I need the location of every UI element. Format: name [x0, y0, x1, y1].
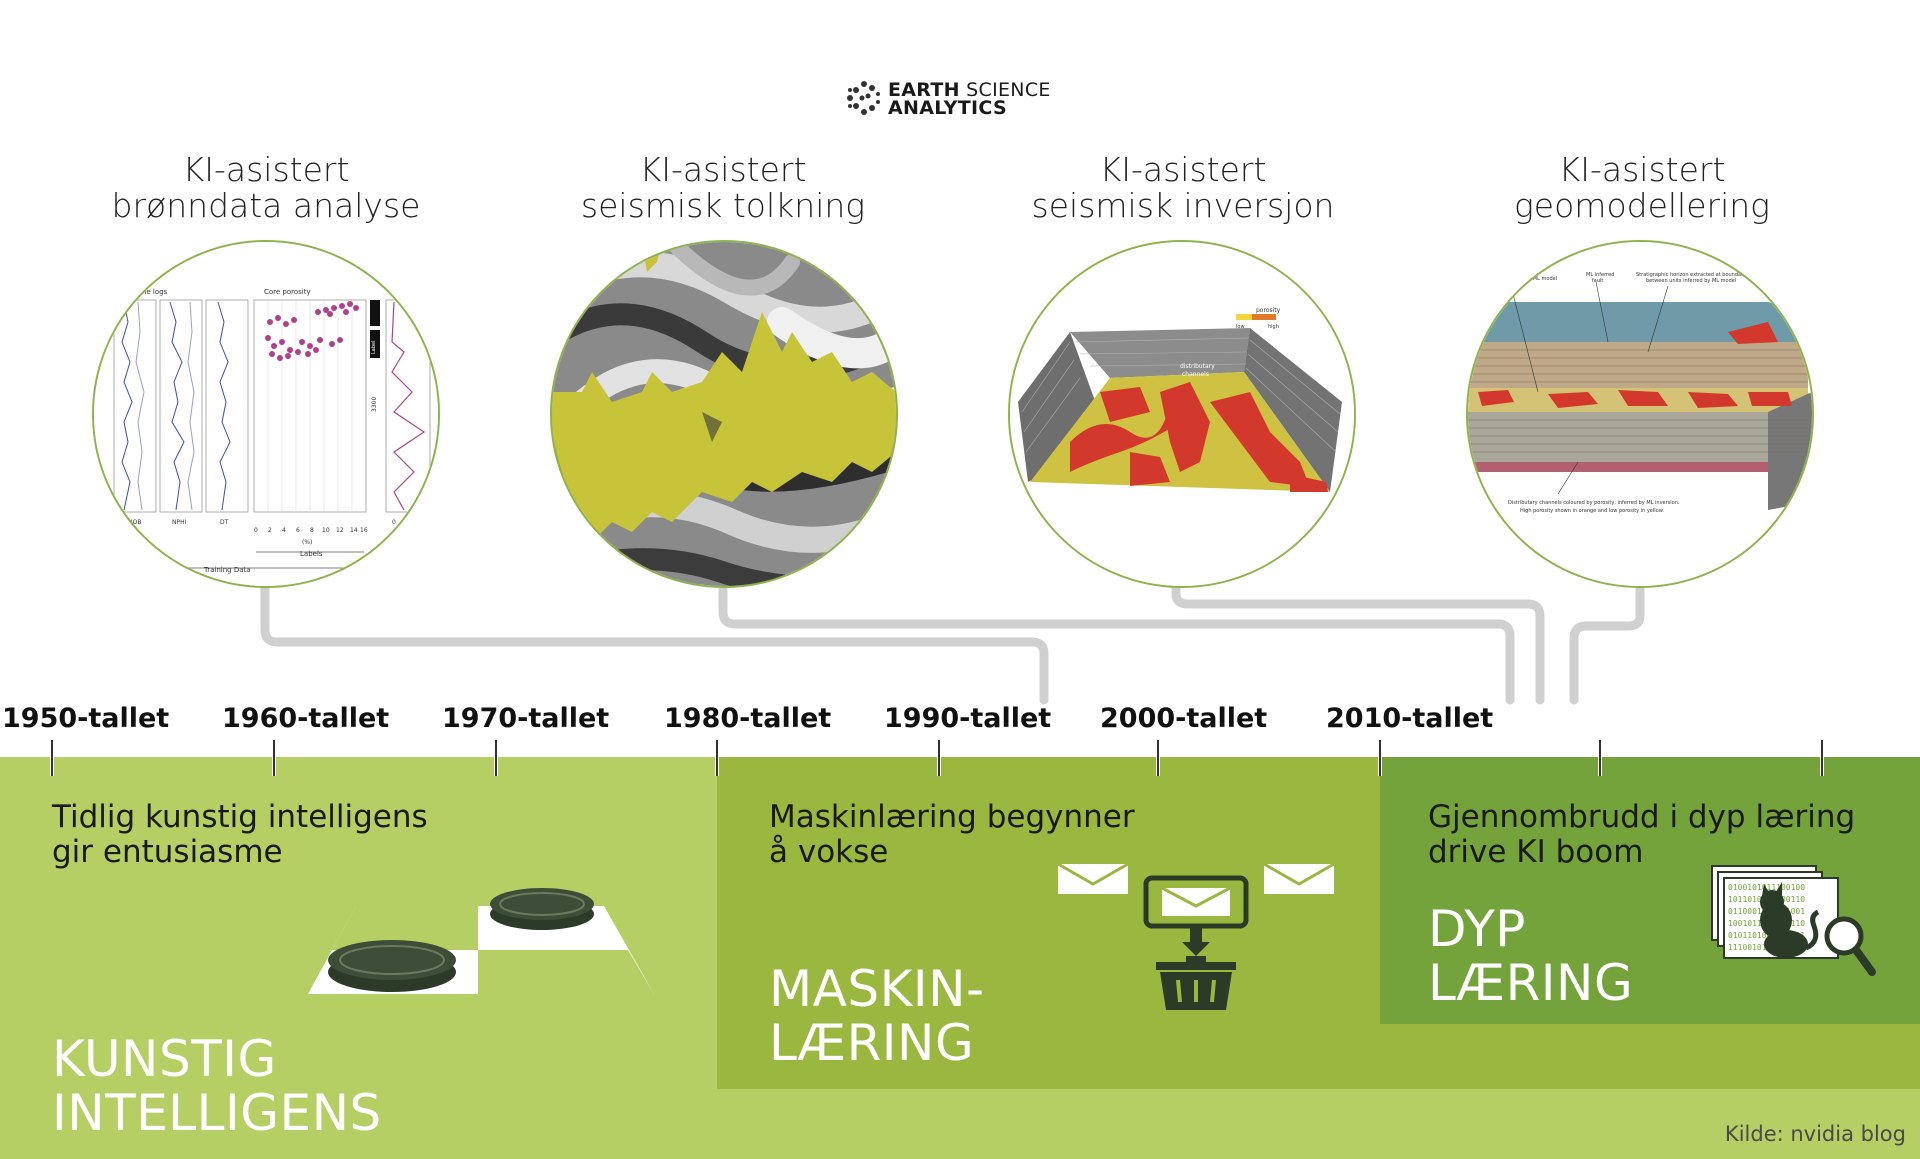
x-unit: (%) — [302, 539, 312, 546]
ann-ml-fault-1: ML inferred — [1586, 272, 1614, 278]
caption-line2: High porosity shown in orange and low po… — [1520, 508, 1664, 514]
labels-caption: Labels — [300, 550, 323, 558]
envelope-icon — [1057, 862, 1129, 894]
x-tick: 0 — [254, 527, 258, 534]
right-tick: 2 — [406, 519, 410, 526]
track-label-rhob: RHOB — [124, 519, 142, 526]
x-tick: 8 — [310, 527, 314, 534]
label-box-text: Label — [371, 341, 377, 355]
decade-label: 1960-tallet — [222, 703, 390, 734]
x-tick: 14 — [350, 527, 358, 534]
timeline-ticks — [50, 740, 1824, 776]
x-tick: 10 — [322, 527, 330, 534]
annotation-line2: channels — [1182, 371, 1209, 378]
panel-a-title: ine logs — [140, 288, 168, 296]
track-label-dt: DT — [220, 519, 229, 526]
well-log-plot: ine logs RHOB NPHI DT Core porosity — [94, 242, 438, 586]
seismic-slice-image — [552, 242, 896, 586]
logo-line2: ANALYTICS — [888, 97, 1007, 119]
circle-geomodelling: inferred by ML model ML inferred fault S… — [1466, 240, 1814, 588]
ann-horizon-1: Stratigraphic horizon extracted at bound… — [1636, 272, 1746, 278]
circle-seismic-inversion: porosity low high distributary channels — [1008, 240, 1356, 588]
decade-label: 1990-tallet — [884, 703, 1052, 734]
decade-label: 1950-tallet — [2, 703, 170, 734]
ann-ml-fault-2: fault — [1592, 278, 1603, 284]
binary-row: 0100101011100100 — [1728, 883, 1805, 892]
ann-horizon-2: between units inferred by ML model — [1646, 278, 1736, 284]
cat-data-icon: 0100101011100100 1011010010100110 011000… — [1711, 865, 1839, 959]
binary-row: 0101101001011001 — [1728, 931, 1805, 940]
legend-high: high — [1268, 324, 1279, 330]
circle-seismic-interpretation — [550, 240, 898, 588]
ann-ml-model: inferred by ML model — [1504, 276, 1557, 282]
legend-title: porosity — [1256, 307, 1281, 314]
era-ml-title: MASKIN-LÆRING — [769, 960, 985, 1072]
source-credit: Kilde: nvidia blog — [1724, 1122, 1906, 1146]
annotation-line1: distributary — [1180, 363, 1215, 370]
circle-well-data: ine logs RHOB NPHI DT Core porosity — [92, 240, 440, 588]
inversion-cube-image: porosity low high distributary channels — [1010, 242, 1354, 586]
decade-label: 1970-tallet — [442, 703, 610, 734]
magnifier-icon — [1824, 916, 1876, 976]
x-tick: 6 — [296, 527, 300, 534]
decade-label: 2000-tallet — [1100, 703, 1268, 734]
legend-low: low — [1236, 324, 1245, 330]
panel-b-title: Core porosity — [264, 288, 311, 296]
right-tick: 0 — [392, 519, 396, 526]
x-tick: 12 — [336, 527, 344, 534]
training-caption: Training Data — [203, 566, 251, 574]
geomodel-image: inferred by ML model ML inferred fault S… — [1468, 242, 1812, 586]
checkers-icon — [308, 888, 654, 994]
logo-line1: EARTH SCIENCE — [888, 79, 1051, 101]
features-caption: res — [142, 550, 153, 558]
x-tick: 16 — [360, 527, 368, 534]
logo-mark-icon — [847, 81, 880, 115]
x-tick: 2 — [268, 527, 272, 534]
x-tick: 4 — [282, 527, 286, 534]
decade-label: 1980-tallet — [664, 703, 832, 734]
decade-label: 2010-tallet — [1326, 703, 1494, 734]
caption-line1: Distributary channels coloured by porosi… — [1508, 500, 1680, 506]
envelope-icon — [1263, 862, 1335, 894]
track-label-nphi: NPHI — [172, 519, 187, 526]
side-label: 3300 — [371, 397, 378, 412]
company-logo: EARTH SCIENCE ANALYTICS — [842, 72, 1082, 128]
trash-icon — [1143, 875, 1249, 1010]
